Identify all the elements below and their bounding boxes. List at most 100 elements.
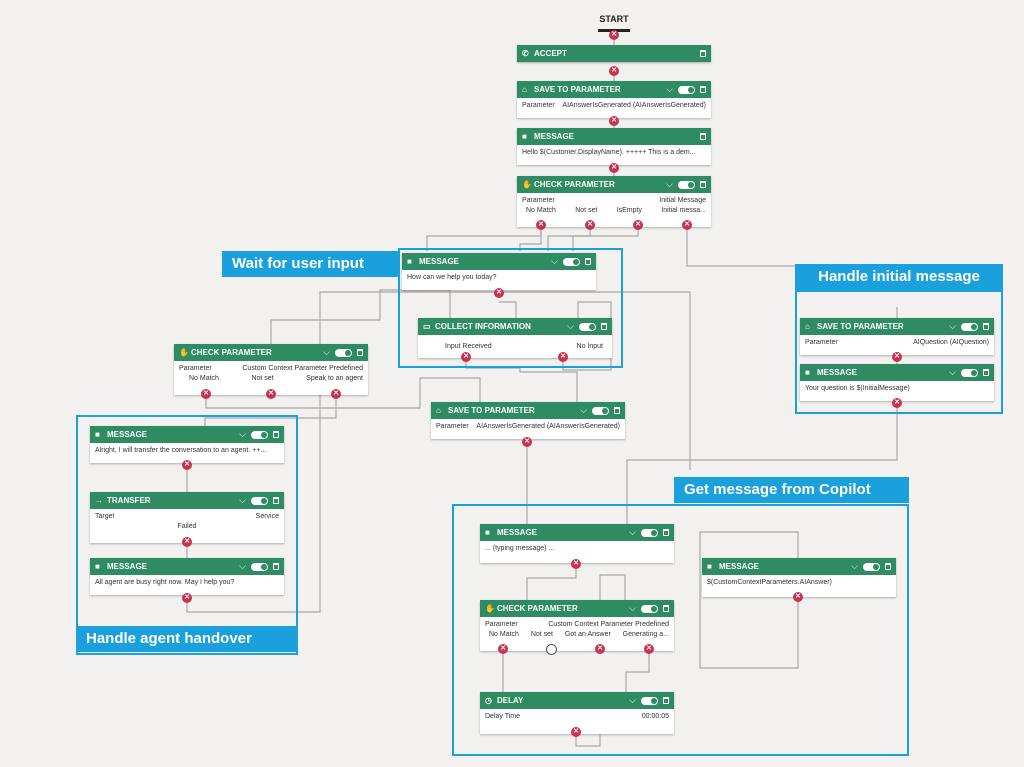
- enable-toggle[interactable]: [251, 430, 268, 439]
- trash-icon[interactable]: [585, 258, 591, 265]
- param-value: AIAnswerIsGenerated (AIAnswerIsGenerated…: [562, 102, 706, 109]
- trash-icon[interactable]: [700, 181, 706, 188]
- node-title: TRANSFER: [107, 496, 151, 505]
- outcome-label: Input Received: [445, 343, 492, 350]
- chevron-down-icon[interactable]: ⌵: [551, 256, 558, 266]
- trash-icon[interactable]: [663, 605, 669, 612]
- node-title: MESSAGE: [107, 562, 148, 571]
- trash-icon[interactable]: [700, 50, 706, 57]
- outcome-error-icon: ✕: [585, 220, 595, 230]
- node-message[interactable]: ■MESSAGE⌵ Your question is $(InitialMess…: [800, 364, 994, 401]
- msg7-error-icon: ✕: [793, 592, 803, 602]
- chevron-down-icon[interactable]: ⌵: [949, 321, 956, 331]
- chevron-down-icon[interactable]: ⌵: [239, 429, 246, 439]
- param-value: Custom Context Parameter Predefined: [242, 365, 363, 372]
- outcome-error-icon: ✕: [461, 352, 471, 362]
- hand-icon: ✋: [485, 604, 495, 613]
- enable-toggle[interactable]: [592, 406, 609, 415]
- chevron-down-icon[interactable]: ⌵: [239, 561, 246, 571]
- chevron-down-icon[interactable]: ⌵: [666, 84, 673, 94]
- node-message[interactable]: ■MESSAGE⌵ Alright, I will transfer the c…: [90, 426, 284, 463]
- chevron-down-icon[interactable]: ⌵: [580, 405, 587, 415]
- trash-icon[interactable]: [357, 349, 363, 356]
- node-message[interactable]: ■MESSAGE⌵ $(CustomContextParameters.AIAn…: [702, 558, 896, 597]
- trash-icon[interactable]: [700, 133, 706, 140]
- enable-toggle[interactable]: [961, 368, 978, 377]
- enable-toggle[interactable]: [678, 180, 695, 189]
- trash-icon[interactable]: [273, 563, 279, 570]
- arrow-right-icon: →: [95, 496, 103, 505]
- trash-icon[interactable]: [273, 497, 279, 504]
- enable-toggle[interactable]: [863, 562, 880, 571]
- outcome-error-icon: ✕: [633, 220, 643, 230]
- node-message[interactable]: ■MESSAGE Hello $(Customer.DisplayName). …: [517, 128, 711, 165]
- chevron-down-icon[interactable]: ⌵: [629, 527, 636, 537]
- group-handle-agent-handover: [76, 415, 298, 655]
- node-title: MESSAGE: [419, 257, 460, 266]
- param-value: AIQuestion (AIQuestion): [913, 339, 989, 346]
- message-text: $(CustomContextParameters.AIAnswer): [707, 579, 832, 586]
- enable-toggle[interactable]: [678, 85, 695, 94]
- outcome-error-icon: ✕: [536, 220, 546, 230]
- node-title: ACCEPT: [534, 49, 567, 58]
- chevron-down-icon[interactable]: ⌵: [239, 495, 246, 505]
- trash-icon[interactable]: [983, 323, 989, 330]
- node-title: CHECK PARAMETER: [191, 348, 272, 357]
- node-title: MESSAGE: [817, 368, 858, 377]
- enable-toggle[interactable]: [335, 348, 352, 357]
- trash-icon[interactable]: [663, 697, 669, 704]
- trash-icon[interactable]: [983, 369, 989, 376]
- group-label-copilot: Get message from Copilot: [674, 477, 909, 503]
- param-key: Parameter: [436, 423, 469, 430]
- node-accept[interactable]: ✆ACCEPT: [517, 45, 711, 62]
- enable-toggle[interactable]: [563, 257, 580, 266]
- trash-icon[interactable]: [885, 563, 891, 570]
- group-label-initial: Handle initial message: [795, 264, 1003, 290]
- chat-bubble-icon: ■: [707, 562, 712, 571]
- node-title: MESSAGE: [107, 430, 148, 439]
- chevron-down-icon[interactable]: ⌵: [567, 321, 574, 331]
- param-key: Parameter: [522, 102, 555, 109]
- outcome-empty-icon[interactable]: [546, 644, 557, 655]
- enable-toggle[interactable]: [641, 604, 658, 613]
- chat-bubble-icon: ■: [407, 257, 412, 266]
- enable-toggle[interactable]: [251, 496, 268, 505]
- trash-icon[interactable]: [663, 529, 669, 536]
- enable-toggle[interactable]: [641, 528, 658, 537]
- trash-icon[interactable]: [700, 86, 706, 93]
- enable-toggle[interactable]: [251, 562, 268, 571]
- param-key: Delay Time: [485, 713, 521, 720]
- chevron-down-icon[interactable]: ⌵: [851, 561, 858, 571]
- msg2-error-icon: ✕: [494, 288, 504, 298]
- hand-icon: ✋: [522, 180, 532, 189]
- enable-toggle[interactable]: [641, 696, 658, 705]
- start-label: START: [599, 14, 629, 24]
- param-value: Service: [255, 513, 279, 520]
- param-key: Parameter: [522, 197, 555, 204]
- trash-icon[interactable]: [601, 323, 607, 330]
- node-message[interactable]: ■MESSAGE⌵ How can we help you today?: [402, 253, 596, 290]
- chevron-down-icon[interactable]: ⌵: [323, 347, 330, 357]
- enable-toggle[interactable]: [579, 322, 596, 331]
- tag-icon: ⌂: [805, 322, 810, 331]
- node-title: COLLECT INFORMATION: [435, 322, 531, 331]
- node-message[interactable]: ■MESSAGE⌵ ... (typing message) ...: [480, 524, 674, 563]
- chevron-down-icon[interactable]: ⌵: [666, 179, 673, 189]
- chevron-down-icon[interactable]: ⌵: [629, 603, 636, 613]
- trash-icon[interactable]: [273, 431, 279, 438]
- message-text: Your question is $(InitialMessage): [805, 385, 910, 392]
- trash-icon[interactable]: [614, 407, 620, 414]
- chevron-down-icon[interactable]: ⌵: [629, 695, 636, 705]
- enable-toggle[interactable]: [961, 322, 978, 331]
- form-icon: ▭: [423, 322, 431, 331]
- chevron-down-icon[interactable]: ⌵: [949, 367, 956, 377]
- node-message[interactable]: ■MESSAGE⌵ All agent are busy right now. …: [90, 558, 284, 595]
